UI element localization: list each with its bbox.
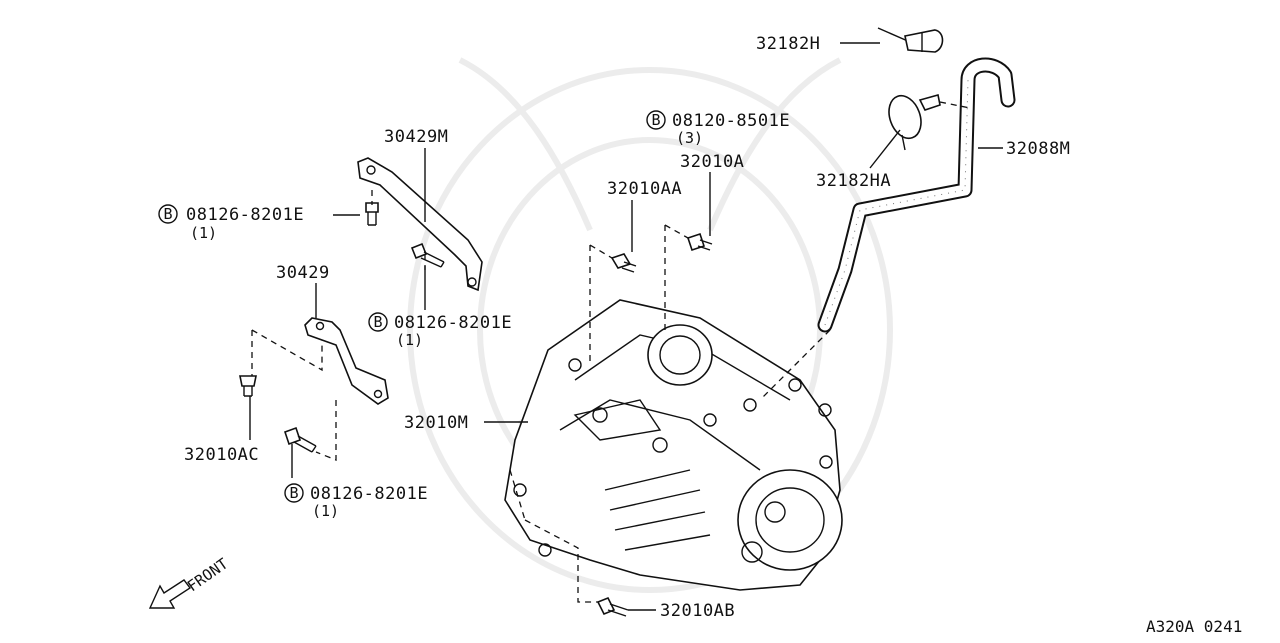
front-arrow-icon — [148, 579, 192, 609]
label-30429[interactable]: 30429 — [276, 263, 330, 283]
label-32010a[interactable]: 32010A — [680, 152, 744, 172]
label-32010m[interactable]: 32010M — [404, 413, 468, 433]
bolt-icon[interactable] — [596, 596, 629, 617]
diagram-code: A320A 0241 — [1146, 617, 1242, 636]
label-32182ha[interactable]: 32182HA — [816, 171, 891, 191]
bracket-30429[interactable] — [304, 317, 389, 405]
bolt-marker: B — [373, 313, 382, 331]
label-32010aa[interactable]: 32010AA — [607, 179, 682, 199]
label-32182h[interactable]: 32182H — [756, 34, 820, 54]
bolt-code: 08126-8201E — [394, 313, 512, 333]
front-label: FRONT — [184, 555, 231, 596]
label-32010ab[interactable]: 32010AB — [660, 601, 735, 621]
bracket-30429m[interactable] — [357, 157, 483, 292]
bolt-callout-2[interactable]: B 08126-8201E (1) — [368, 312, 512, 349]
bolt-icon[interactable] — [610, 253, 637, 273]
bolt-code: 08126-8201E — [310, 484, 428, 504]
bolt-code: 08126-8201E — [186, 205, 304, 225]
hose-clip[interactable] — [877, 27, 944, 53]
bolt-icon[interactable] — [686, 232, 713, 252]
label-32010ac[interactable]: 32010AC — [184, 445, 259, 465]
bolt-marker: B — [163, 205, 172, 223]
bolt-callout-4[interactable]: B 08120-8501E (3) — [646, 110, 790, 147]
bolt-icon[interactable] — [365, 202, 379, 226]
bolt-code: 08120-8501E — [672, 111, 790, 131]
breather-hose[interactable] — [817, 57, 1016, 333]
label-32088m[interactable]: 32088M — [1006, 139, 1070, 159]
bolt-icon[interactable] — [283, 426, 317, 453]
bolt-qty: (1) — [396, 331, 423, 349]
bolt-qty: (3) — [676, 129, 703, 147]
bolt-qty: (1) — [190, 224, 217, 242]
bolt-qty: (1) — [312, 502, 339, 520]
bolt-marker: B — [289, 484, 298, 502]
bolt-icon[interactable] — [410, 242, 445, 268]
bolt-callout-3[interactable]: B 08126-8201E (1) — [284, 483, 428, 520]
bolt-marker: B — [651, 111, 660, 129]
label-30429m[interactable]: 30429M — [384, 127, 448, 147]
bolt-icon[interactable] — [239, 375, 257, 397]
bolt-callout-1[interactable]: B 08126-8201E (1) — [158, 204, 304, 242]
leader-lines — [249, 42, 1003, 611]
hose-clamp[interactable] — [883, 91, 941, 151]
transmission-case[interactable] — [504, 299, 843, 591]
